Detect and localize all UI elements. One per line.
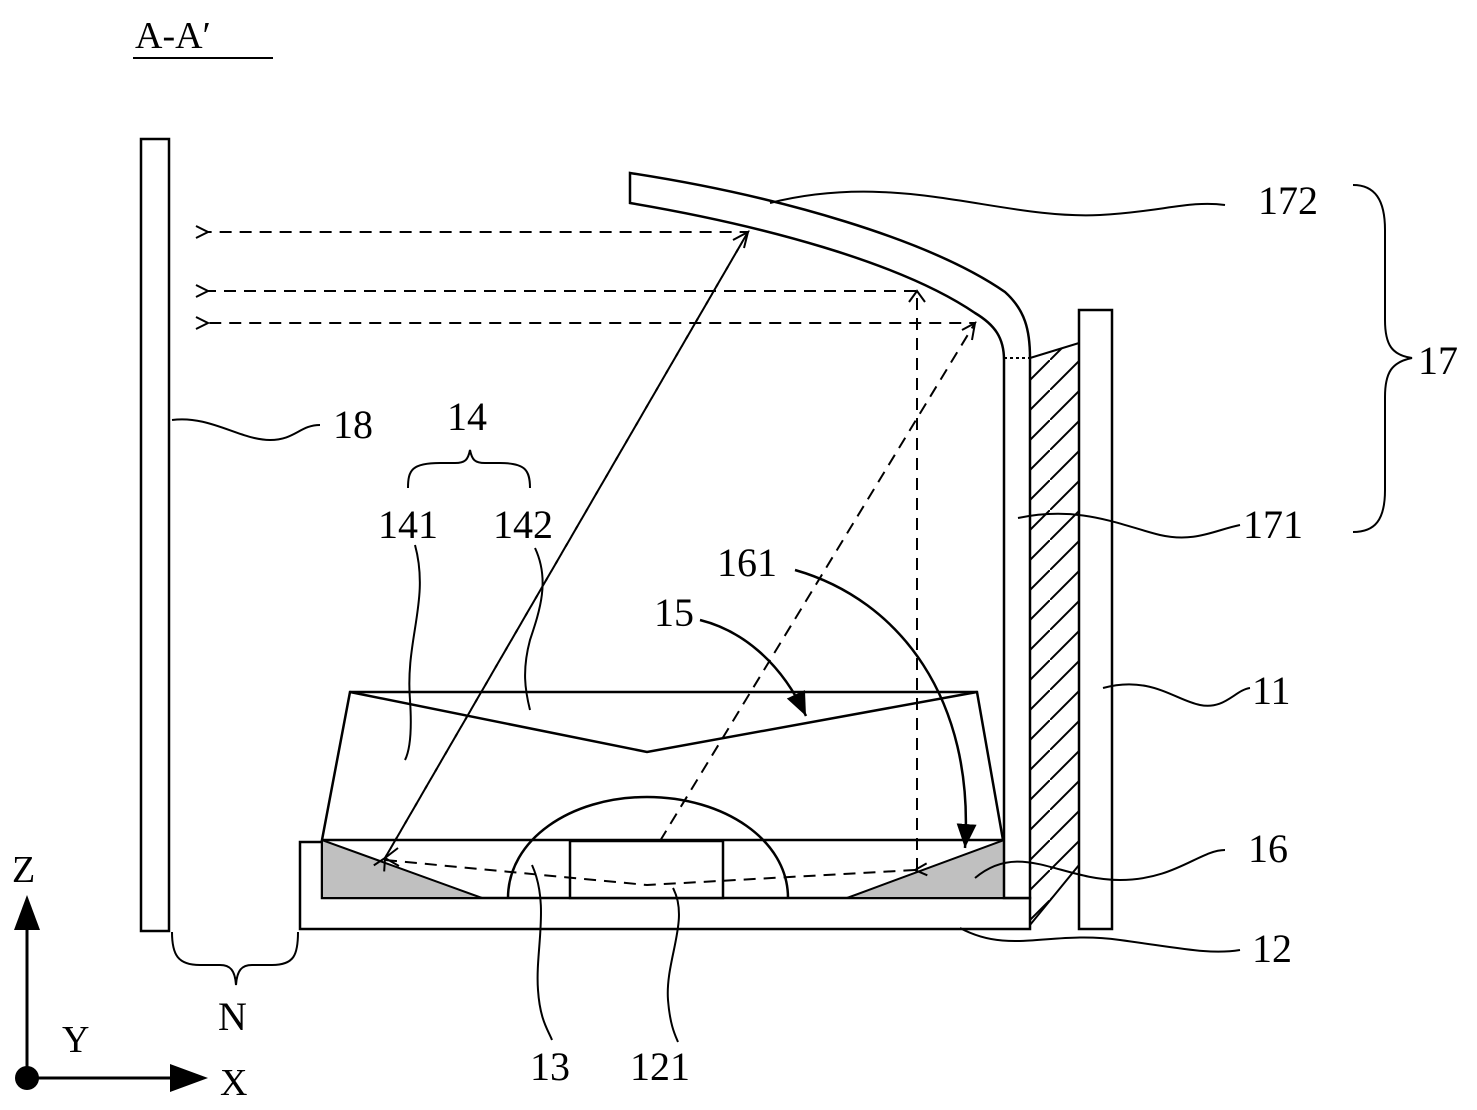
panel-11 (1077, 308, 1114, 931)
label-141: 141 (378, 502, 438, 547)
label-121: 121 (630, 1044, 690, 1089)
dome-13 (506, 795, 790, 899)
label-161: 161 (717, 540, 777, 585)
brace-17 (1352, 184, 1413, 533)
label-11: 11 (1252, 668, 1291, 713)
leader-141 (404, 544, 421, 761)
ray-tip-left (383, 847, 400, 867)
ray-c (208, 323, 977, 842)
label-15: 15 (654, 590, 694, 635)
ray-tip-vert (908, 289, 926, 303)
ray-a (208, 232, 750, 859)
label-12: 12 (1252, 926, 1292, 971)
axis-y-dot (15, 1066, 39, 1090)
axis-z-label: Z (12, 849, 35, 891)
ray-e (208, 291, 918, 870)
label-14: 14 (447, 394, 487, 439)
chip-121 (568, 839, 725, 900)
axis-y-label: Y (62, 1019, 89, 1061)
axis-z-arrow (14, 895, 40, 930)
reference-labels: 172 17 18 14 141 142 171 161 15 11 16 12… (218, 178, 1458, 1089)
label-172: 172 (1258, 178, 1318, 223)
section-label: A-A′ (135, 15, 211, 57)
ray-tip-corner (961, 321, 977, 341)
panel-18 (139, 137, 171, 933)
label-171: 171 (1243, 502, 1303, 547)
label-N: N (218, 994, 247, 1039)
axis-x-arrow (170, 1064, 208, 1092)
axis-system: Z Y X (12, 849, 247, 1104)
hatched-layer (1029, 341, 1080, 928)
label-18: 18 (333, 402, 373, 447)
lens-14 (320, 690, 1005, 842)
brace-14 (407, 449, 531, 489)
leader-11 (1102, 683, 1251, 707)
leader-121 (666, 887, 680, 1043)
leader-12 (959, 927, 1241, 953)
lens-142-surface (349, 690, 978, 754)
pointer-161 (794, 568, 977, 849)
ray-tip-172 (732, 230, 750, 249)
leader-13 (531, 864, 553, 1041)
leader-18 (171, 418, 321, 442)
label-13: 13 (530, 1044, 570, 1089)
leader-lines (171, 184, 1413, 1043)
leader-142 (524, 547, 544, 711)
leader-171 (1017, 512, 1241, 539)
pointer-15 (699, 618, 808, 717)
reflector-left (321, 838, 483, 899)
label-142: 142 (493, 502, 553, 547)
label-17: 17 (1418, 338, 1458, 383)
light-guide-17 (628, 171, 1032, 900)
leader-172 (769, 190, 1226, 217)
ray-b (385, 231, 749, 858)
brace-N (171, 931, 299, 986)
reflector-right (846, 838, 1005, 899)
light-rays (208, 231, 977, 887)
label-16: 16 (1248, 826, 1288, 871)
axis-x-label: X (220, 1062, 247, 1104)
ray-d (384, 859, 915, 887)
leader-16 (974, 849, 1226, 882)
